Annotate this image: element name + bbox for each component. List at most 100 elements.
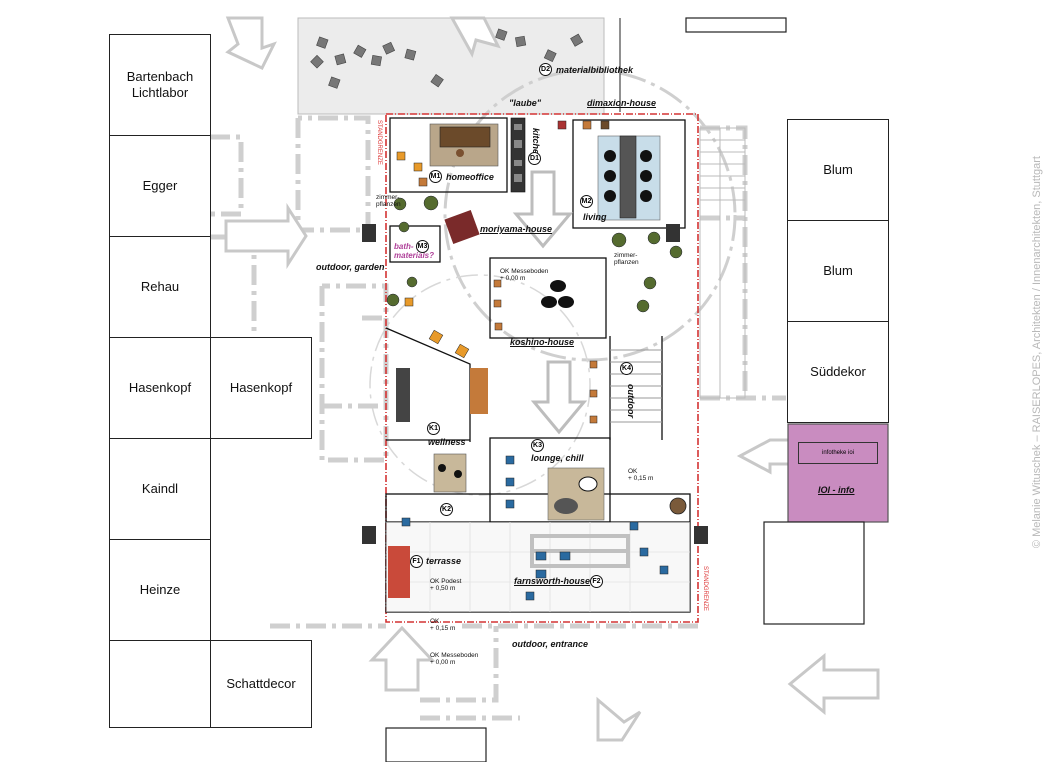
label-lounge: lounge, chill	[531, 453, 584, 463]
lounge-pouf	[554, 498, 578, 514]
terrace-table	[669, 497, 687, 515]
booth-label: Hasenkopf	[229, 380, 293, 396]
label-wellness: wellness	[428, 437, 466, 447]
label-materialbibliothek: materialbibliothek	[556, 65, 634, 75]
dashed-path-right	[700, 125, 786, 401]
booth-blum-2: Blum	[787, 220, 889, 322]
infotheke-counter: infotheke ioi	[798, 442, 878, 464]
label-outdoor-entrance: outdoor, entrance	[512, 639, 589, 649]
booth-schattdecor-side	[109, 640, 211, 728]
booth-label: Heinze	[139, 582, 181, 598]
terrace-seating	[388, 546, 410, 598]
booth-blum-1: Blum	[787, 119, 889, 221]
stairs-right	[699, 127, 746, 399]
plants	[386, 195, 683, 313]
label-ok-015c-a: OK	[430, 618, 440, 625]
label-ok-015-a: OK	[628, 468, 638, 475]
interior-arrows	[512, 170, 588, 435]
standgrenze-boundary	[385, 113, 699, 623]
booth-sueddekor: Süddekor	[787, 321, 889, 423]
wellness-shower	[396, 368, 410, 422]
wellness-tub	[433, 453, 467, 493]
living-chairs	[604, 150, 652, 202]
booth-heinze: Heinze	[109, 539, 211, 641]
label-ok-podest-a: OK Podest	[430, 578, 462, 585]
booth-kaindl: Kaindl	[109, 438, 211, 540]
marker-f2: F2	[590, 575, 603, 588]
label-zimmerpflanzen-1b: pflanzen	[376, 201, 401, 208]
marker-k3: K3	[531, 439, 544, 452]
booth-label: Schattdecor	[226, 676, 296, 692]
koshino-seating	[541, 280, 574, 308]
label-zimmerpflanzen-2b: pflanzen	[614, 259, 639, 266]
infotheke-label: infotheke ioi	[821, 450, 855, 456]
lounge-rug	[547, 467, 605, 521]
kitchen-counter	[510, 117, 526, 193]
label-standgrenze-left: STANDGRENZE	[376, 120, 382, 165]
booth-label: Bartenbach	[126, 69, 194, 85]
label-living: living	[583, 212, 607, 222]
marker-k4: K4	[620, 362, 633, 375]
label-terrasse: terrasse	[426, 556, 462, 566]
marker-m2: M2	[580, 195, 593, 208]
label-dimaxion: dimaxion-house	[587, 98, 657, 108]
label-ok-messeboden-2a: OK Messeboden	[430, 652, 479, 659]
booth-right-empty	[763, 521, 865, 625]
label-farnsworth: farnsworth-house	[514, 576, 591, 586]
booth-label: Lichtlabor	[131, 85, 189, 100]
booth-label: Hasenkopf	[128, 380, 192, 396]
marker-m1: M1	[429, 170, 442, 183]
living-table	[619, 135, 637, 219]
interior-stairs	[610, 349, 662, 423]
label-ok-messeboden-1a: OK Messeboden	[500, 268, 549, 275]
material-samples	[396, 120, 669, 601]
label-ok-015c-b: + 0,15 m	[430, 625, 456, 632]
stepping-stones	[310, 28, 584, 89]
label-moriyama: moriyama-house	[480, 224, 553, 234]
marker-d2: D2	[539, 63, 552, 76]
copyright-credit: © Melanie Wituschek – RAISERLOPES, Archi…	[1031, 156, 1043, 549]
lounge-pouf-2	[578, 476, 598, 492]
booth-label: Rehau	[140, 279, 180, 295]
moriyama-rug	[444, 209, 480, 245]
marker-d1: D1	[528, 152, 541, 165]
homeoffice-chair	[456, 149, 464, 157]
wellness-bench	[470, 368, 488, 414]
label-homeoffice: homeoffice	[446, 172, 494, 182]
booth-label: Blum	[823, 263, 853, 279]
circle-zone-wellness	[369, 274, 591, 496]
booth-label: Süddekor	[810, 364, 866, 380]
label-outdoor-garden: outdoor, garden	[316, 262, 385, 272]
homeoffice-desk	[439, 126, 491, 148]
marker-m3: M3	[416, 240, 429, 253]
label-bath: bath-	[394, 242, 414, 251]
marker-k1: K1	[427, 422, 440, 435]
label-outdoor: outdoor	[626, 384, 636, 418]
label-ok-messeboden-2b: + 0,00 m	[430, 659, 456, 666]
label-materials: materials?	[394, 251, 435, 260]
booth-bottom-empty	[385, 727, 487, 762]
marker-k2: K2	[440, 503, 453, 516]
label-zimmerpflanzen-2a: zimmer-	[614, 252, 638, 259]
label-ok-messeboden-1b: + 0,00 m	[500, 275, 526, 282]
entrance-arrows	[224, 16, 880, 742]
booth-rehau: Rehau	[109, 236, 211, 338]
wall-markers	[362, 224, 708, 544]
ioi-info-booth	[787, 423, 889, 523]
grey-outdoor-area-top	[297, 17, 605, 115]
booth-top-right-empty	[685, 17, 787, 33]
label-ok-015-b: + 0,15 m	[628, 475, 654, 482]
label-koshino: koshino-house	[510, 337, 575, 347]
kitchen-details	[514, 124, 522, 182]
booth-schattdecor: Schattdecor	[210, 640, 312, 728]
booth-label: Blum	[823, 162, 853, 178]
label-ok-podest-b: + 0,50 m	[430, 585, 456, 592]
farnsworth-benches	[530, 534, 630, 568]
label-standgrenze-right: STANDGRENZE	[702, 566, 708, 611]
booth-label: Kaindl	[141, 481, 179, 497]
ioi-info-label: IOI - info	[818, 485, 855, 495]
booth-label: Egger	[142, 178, 178, 194]
wellness-basins	[438, 464, 462, 478]
